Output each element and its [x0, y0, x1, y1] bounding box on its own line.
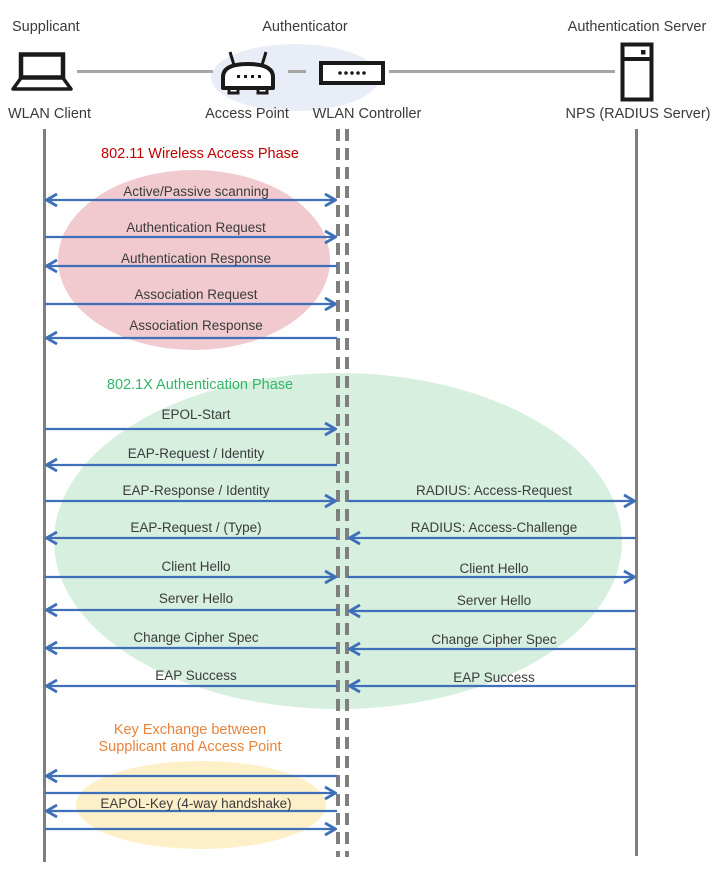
message-arrow-left — [346, 641, 636, 662]
message-arrow-right — [45, 785, 339, 806]
phase3-title-line1: Key Exchange between — [113, 722, 267, 738]
message-arrow-left — [43, 258, 337, 279]
message-arrow-both — [43, 192, 339, 213]
message-label: RADIUS: Access-Request — [415, 483, 573, 498]
message-arrow-left — [43, 803, 337, 824]
role-authenticator: Authenticator — [262, 19, 348, 35]
node-label-wlan-client: WLAN Client — [8, 106, 91, 122]
message-label: EAP Success — [155, 668, 237, 683]
lifeline-wlan-client — [43, 129, 46, 862]
message-arrow-right — [45, 493, 339, 514]
message-arrow-right — [45, 229, 339, 250]
message-arrow-left — [43, 640, 337, 661]
lifeline-dashed-left — [336, 129, 340, 857]
message-arrow-right — [45, 421, 339, 442]
message-arrow-right — [348, 493, 638, 514]
message-arrow-left — [43, 602, 337, 623]
phase2-title: 802.1X Authentication Phase — [106, 377, 294, 393]
node-label-wlan-controller: WLAN Controller — [312, 106, 422, 122]
message-arrow-left — [43, 768, 337, 789]
message-arrow-right — [45, 296, 339, 317]
message-arrow-left — [346, 678, 636, 699]
lifeline-radius-server — [635, 129, 638, 856]
access-point-icon — [221, 51, 275, 95]
connector-client-ap — [77, 70, 213, 73]
message-label: EAP-Request / Identity — [127, 446, 265, 461]
message-label: EAP-Response / Identity — [122, 483, 270, 498]
message-label: EAP Success — [453, 670, 535, 685]
message-label: Authentication Request — [126, 220, 266, 235]
server-icon — [620, 42, 654, 102]
connector-ap-controller — [288, 70, 306, 73]
role-supplicant: Supplicant — [12, 19, 80, 35]
message-label: Change Cipher Spec — [431, 632, 557, 647]
message-arrow-left — [43, 530, 337, 551]
message-label: RADIUS: Access-Challenge — [410, 520, 578, 535]
phase3-title: Key Exchange between Supplicant and Acce… — [40, 722, 340, 756]
wlan-controller-icon — [319, 61, 385, 85]
message-label: Server Hello — [456, 593, 532, 608]
role-authentication-server: Authentication Server — [567, 19, 707, 35]
laptop-icon — [11, 52, 73, 91]
message-arrow-left — [43, 330, 337, 351]
message-label: Change Cipher Spec — [133, 630, 259, 645]
phase1-title: 802.11 Wireless Access Phase — [101, 146, 299, 162]
message-label: EAPOL-Key (4-way handshake) — [100, 796, 292, 811]
message-label: Authentication Response — [120, 251, 272, 266]
message-label: Client Hello — [161, 559, 231, 574]
node-label-nps-radius-server: NPS (RADIUS Server) — [565, 106, 711, 122]
message-arrow-left — [43, 678, 337, 699]
message-label: Active/Passive scanning — [123, 184, 269, 199]
message-label: Association Request — [134, 287, 258, 302]
node-label-access-point: Access Point — [205, 106, 289, 122]
message-arrow-left — [346, 530, 636, 551]
message-label: EAP-Request / (Type) — [130, 520, 262, 535]
message-arrow-right — [45, 821, 339, 842]
phase3-title-line2: Supplicant and Access Point — [98, 739, 282, 756]
message-label: Association Response — [129, 318, 263, 333]
message-label: Client Hello — [459, 561, 529, 576]
message-label: EPOL-Start — [161, 407, 231, 422]
message-arrow-left — [43, 457, 337, 478]
message-arrow-left — [346, 603, 636, 624]
connector-controller-server — [389, 70, 615, 73]
lifeline-dashed-right — [345, 129, 349, 857]
message-label: Server Hello — [158, 591, 234, 606]
message-arrow-right — [45, 569, 339, 590]
message-arrow-right — [348, 569, 638, 590]
